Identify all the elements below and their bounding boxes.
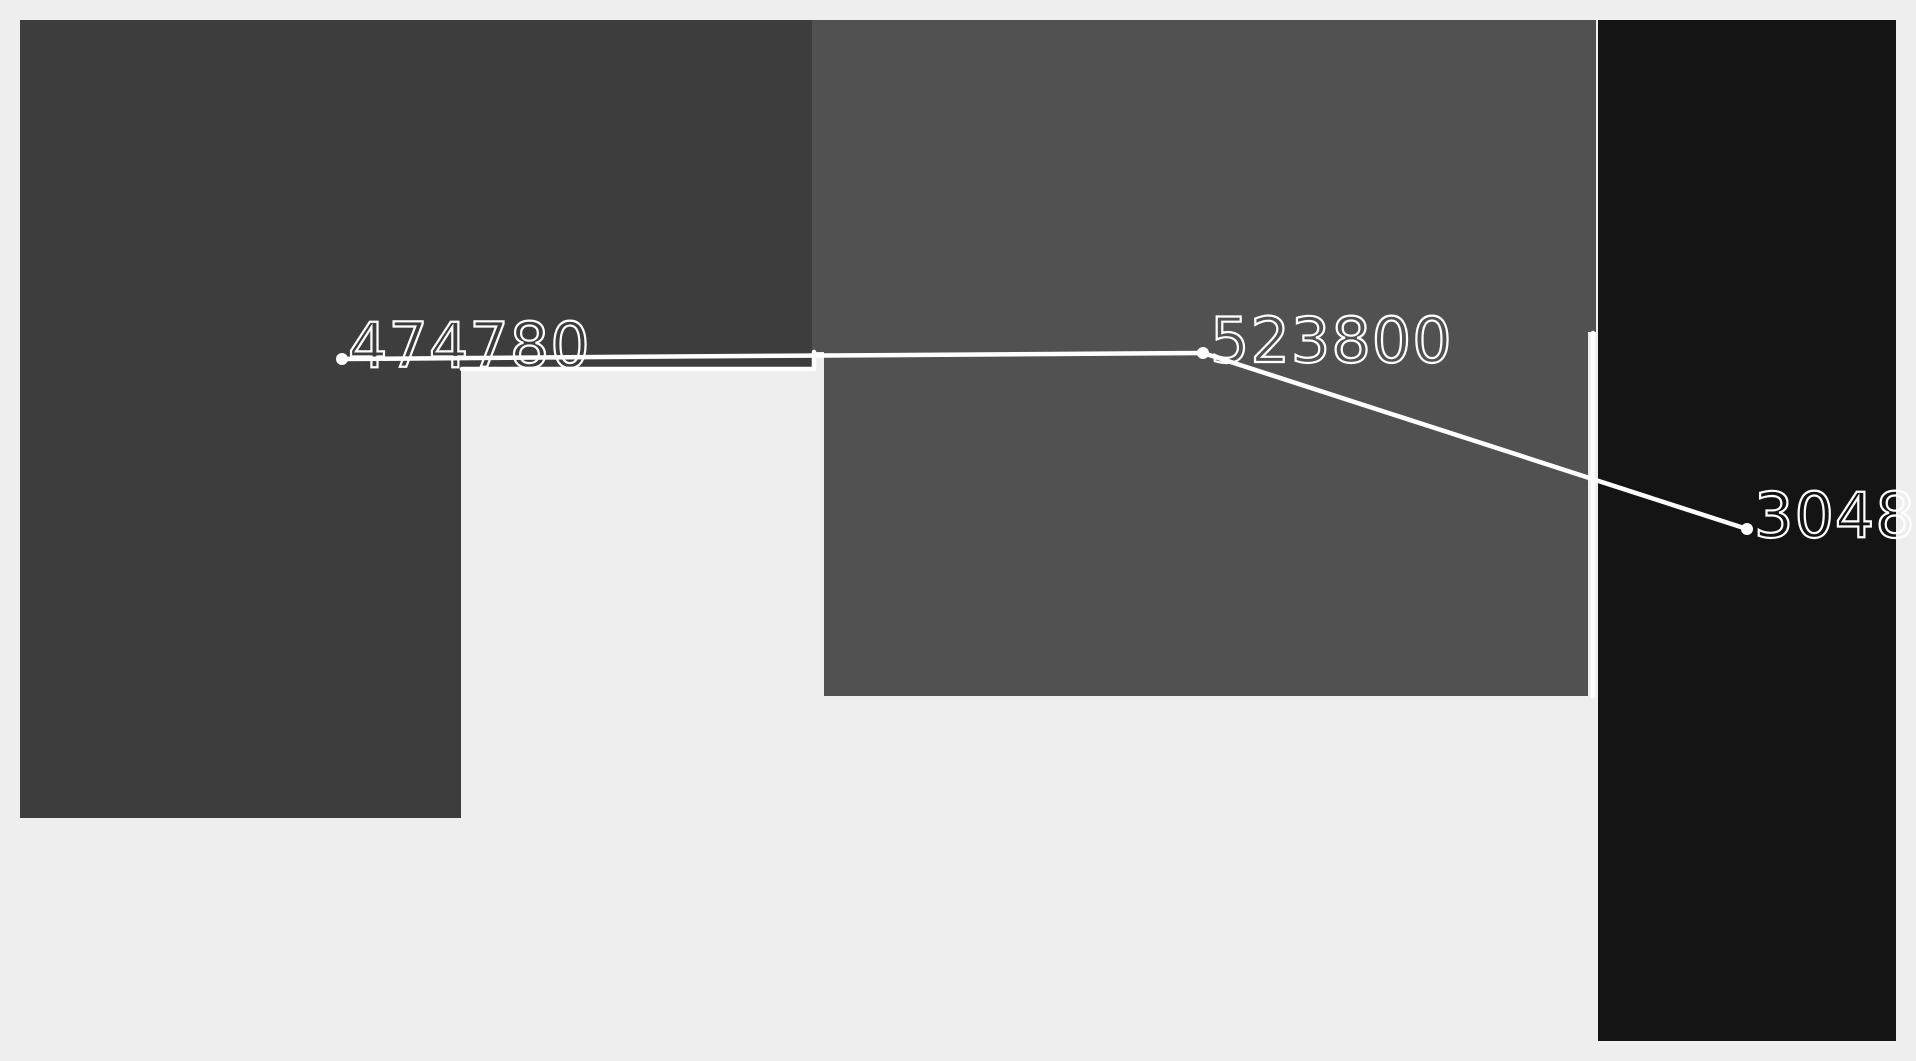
region-left-label: 474780 (348, 309, 591, 382)
region-right-label: 3048 (1754, 479, 1916, 552)
connector-line (1200, 350, 1750, 532)
node-dot (1197, 347, 1209, 359)
node-dot (1741, 523, 1753, 535)
region-left (20, 20, 812, 818)
connector-line (339, 350, 1206, 362)
region-middle-label: 523800 (1210, 304, 1453, 377)
node-dot (336, 353, 348, 365)
